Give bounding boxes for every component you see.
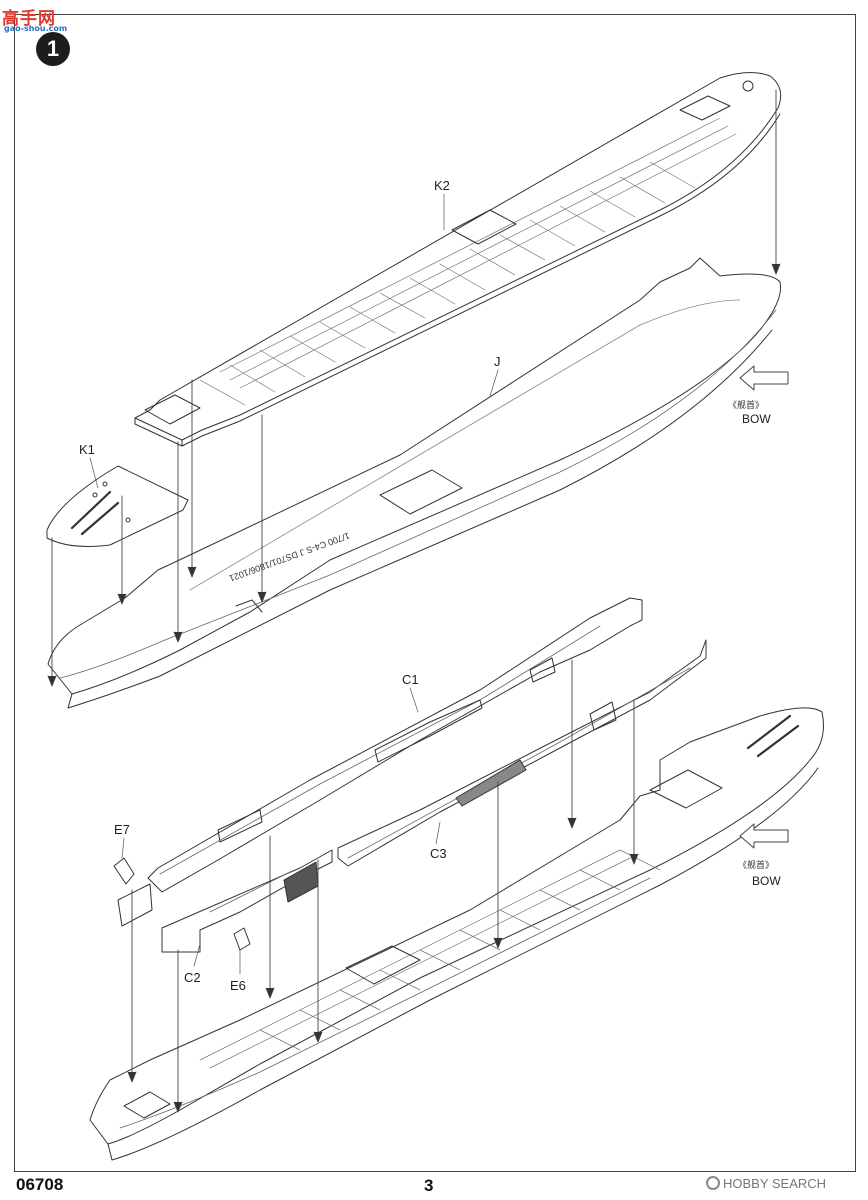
bow-arrows [740, 366, 788, 848]
label-c2: C2 [184, 970, 201, 985]
watermark-subtitle: gao-shou.com [4, 24, 68, 33]
step-number-badge: 1 [36, 32, 70, 66]
label-j: J [494, 354, 501, 369]
watermark-logo: 高手网 gao-shou.com [2, 4, 72, 36]
page-number: 3 [424, 1176, 434, 1195]
hobby-search-logo-icon [706, 1176, 720, 1190]
label-c1: C1 [402, 672, 419, 687]
bow-marker-upper-label: BOW [742, 412, 771, 426]
part-k1-stern-deck [47, 466, 188, 546]
watermark-title: 高手网 [2, 9, 56, 29]
part-j-hull: 1/700 C4-S J DS701/1806/1021 [48, 258, 781, 708]
page-border [14, 14, 856, 1172]
part-c1-side-wall [148, 598, 642, 892]
label-k1: K1 [79, 442, 95, 457]
product-code: 06708 [16, 1175, 64, 1194]
lower-hull-assembly [90, 708, 824, 1160]
part-e6-panel [234, 928, 250, 950]
part-c2-wall-piece [162, 850, 332, 952]
bow-marker-lower-chinese: 《舰首》 [738, 861, 775, 871]
part-e7-panel [114, 858, 152, 926]
part-c3-inner-wall [338, 640, 706, 866]
assembly-guide-lines [48, 90, 780, 1112]
part-k2-upper-deck [135, 72, 781, 446]
site-credit: HOBBY SEARCH [706, 1176, 826, 1196]
bow-marker-lower-label: BOW [752, 874, 781, 888]
bow-marker-upper-chinese: 《舰首》 [728, 401, 765, 411]
label-c3: C3 [430, 846, 447, 861]
label-e6: E6 [230, 978, 246, 993]
site-credit-text: HOBBY SEARCH [723, 1176, 827, 1191]
label-k2: K2 [434, 178, 450, 193]
label-leader-lines [90, 194, 498, 974]
label-e7: E7 [114, 822, 130, 837]
